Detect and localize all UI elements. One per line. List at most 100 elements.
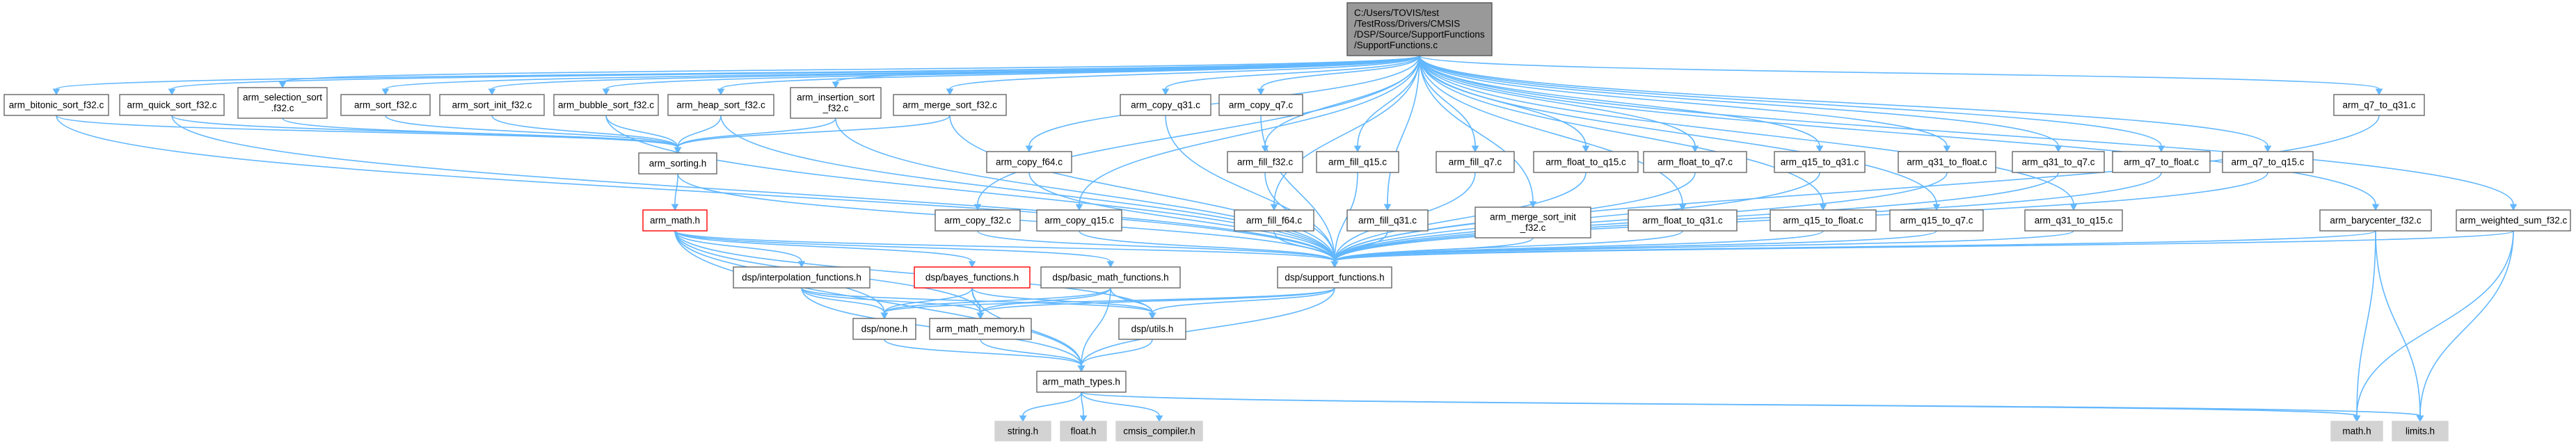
edge-arrowhead [2371, 204, 2380, 211]
edge-arrowhead [1943, 145, 1951, 153]
node-arm-q15-to-float[interactable]: arm_q15_to_float.c [1770, 209, 1877, 232]
node-arm-sort-init-f32[interactable]: arm_sort_init_f32.c [439, 94, 545, 116]
node-arm-float-to-q7[interactable]: arm_float_to_q7.c [1643, 151, 1747, 173]
edge-arrowhead [1582, 145, 1590, 153]
node-bayes-functions-h[interactable]: dsp/bayes_functions.h [914, 266, 1031, 289]
edge-line [674, 230, 802, 262]
node-arm-heap-sort-f32[interactable]: arm_heap_sort_f32.c [667, 94, 774, 116]
node-basic-math-functions-h[interactable]: dsp/basic_math_functions.h [1040, 266, 1181, 289]
edge-arrowhead [2353, 415, 2361, 423]
node-arm-math-memory-h[interactable]: arm_math_memory.h [929, 318, 1032, 340]
node-none-h[interactable]: dsp/none.h [852, 318, 916, 340]
node-box [2330, 421, 2383, 442]
node-arm-q7-to-float[interactable]: arm_q7_to_float.c [2112, 151, 2211, 173]
edge-line [171, 55, 1420, 90]
node-arm-copy-q15[interactable]: arm_copy_q15.c [1036, 209, 1122, 232]
node-arm-q31-to-q7[interactable]: arm_q31_to_q7.c [2012, 151, 2105, 173]
node-label: dsp/support_functions.h [1285, 272, 1384, 282]
node-interpolation-functions-h[interactable]: dsp/interpolation_functions.h [733, 266, 870, 289]
node-support-functions-h[interactable]: dsp/support_functions.h [1277, 266, 1392, 289]
node-arm-sorting-h[interactable]: arm_sorting.h [638, 152, 717, 175]
node-arm-float-to-q31[interactable]: arm_float_to_q31.c [1628, 209, 1738, 232]
edge-arrowhead [1019, 415, 1027, 423]
dependency-edge-root-to-arm_quick_sort_f32 [168, 55, 1420, 96]
node-arm-float-to-q15[interactable]: arm_float_to_q15.c [1533, 151, 1639, 173]
node-label: arm_sorting.h [649, 158, 707, 168]
node-string-h[interactable]: string.h [994, 421, 1051, 442]
dependency-edge-arm_sort_f32-to-arm_sorting_h [385, 115, 682, 154]
dependency-edge-arm_math_memory_h-to-arm_math_types_h [980, 339, 1086, 373]
node-label: arm_float_to_q31.c [1642, 215, 1723, 225]
edge-arrowhead [2157, 145, 2165, 153]
edge-line [884, 287, 973, 314]
edge-arrowhead [381, 88, 390, 96]
dependency-edge-arm_weighted_sum_f32-to-limits_h [2416, 230, 2514, 423]
node-arm-bubble-sort-f32[interactable]: arm_bubble_sort_f32.c [553, 94, 659, 116]
node-arm-q31-to-float[interactable]: arm_q31_to_float.c [1898, 151, 1996, 173]
node-box [1040, 266, 1181, 289]
edge-line [1260, 55, 1420, 90]
node-label: arm_fill_q15.c [1328, 156, 1387, 167]
node-arm-copy-f32[interactable]: arm_copy_f32.c [935, 209, 1021, 232]
node-arm-sort-f32[interactable]: arm_sort_f32.c [340, 94, 431, 116]
dependency-edge-root-to-arm_q15_to_q31 [1419, 55, 1824, 153]
edge-arrowhead [880, 312, 889, 320]
node-arm-bitonic-sort-f32[interactable]: arm_bitonic_sort_f32.c [3, 94, 109, 116]
node-label: arm_fill_q31.c [1358, 215, 1417, 225]
node-arm-fill-q7[interactable]: arm_fill_q7.c [1436, 151, 1515, 173]
node-arm-quick-sort-f32[interactable]: arm_quick_sort_f32.c [119, 94, 225, 116]
node-arm-weighted-sum-f32[interactable]: arm_weighted_sum_f32.c [2456, 209, 2571, 232]
node-label: arm_q7_to_float.c [2124, 156, 2199, 167]
node-arm-insertion-sort-f32[interactable]: arm_insertion_sort_f32.c [790, 87, 882, 119]
node-limits-h[interactable]: limits.h [2392, 421, 2449, 442]
node-arm-q15-to-q7[interactable]: arm_q15_to_q7.c [1889, 209, 1984, 232]
edge-line [677, 115, 951, 148]
node-arm-fill-f64[interactable]: arm_fill_f64.c [1234, 209, 1314, 232]
node-arm-q7-to-q15[interactable]: arm_q7_to_q15.c [2222, 151, 2314, 173]
node-arm-math-types-h[interactable]: arm_math_types.h [1036, 371, 1127, 393]
edge-arrowhead [674, 147, 682, 154]
node-box [1115, 421, 1203, 442]
node-arm-q31-to-q15[interactable]: arm_q31_to_q15.c [2024, 209, 2123, 232]
edge-line [2375, 230, 2421, 416]
node-float-h[interactable]: float.h [1060, 421, 1107, 442]
node-box [119, 94, 225, 116]
node-arm-copy-f64[interactable]: arm_copy_f64.c [986, 151, 1072, 173]
node-label: arm_fill_q7.c [1449, 156, 1502, 167]
dependency-edge-root-to-arm_fill_q15 [1353, 55, 1420, 153]
node-arm-copy-q31[interactable]: arm_copy_q31.c [1120, 94, 1211, 116]
node-root[interactable]: C:/Users/TOVIS/test/TestRoss/Drivers/CMS… [1346, 2, 1493, 56]
node-label: arm_math_memory.h [936, 323, 1024, 334]
node-arm-q15-to-q31[interactable]: arm_q15_to_q31.c [1774, 151, 1866, 173]
node-arm-copy-q7[interactable]: arm_copy_q7.c [1218, 94, 1303, 116]
dependency-edge-root-to-arm_q15_to_float [1419, 55, 1827, 211]
dependency-edge-root-to-arm_q7_to_q15 [1419, 55, 2272, 153]
node-arm-fill-q31[interactable]: arm_fill_q31.c [1346, 209, 1429, 232]
edge-arrowhead [1075, 204, 1083, 211]
node-label: arm_q15_to_q31.c [1781, 156, 1859, 167]
dependency-edge-arm_barycenter_f32-to-limits_h [2375, 230, 2424, 423]
node-box [667, 94, 774, 116]
edge-arrowhead [2509, 204, 2518, 211]
node-arm-fill-f32[interactable]: arm_fill_f32.c [1227, 151, 1303, 173]
node-cmsis-compiler-h[interactable]: cmsis_compiler.h [1115, 421, 1203, 442]
node-arm-selection-sort-f32[interactable]: arm_selection_sort.f32.c [237, 87, 328, 119]
node-arm-q7-to-q31[interactable]: arm_q7_to_q31.c [2333, 94, 2425, 116]
edge-arrowhead [717, 88, 725, 96]
node-arm-merge-sort-f32[interactable]: arm_merge_sort_f32.c [893, 94, 1007, 116]
edge-line [1419, 55, 1683, 205]
edge-line [1022, 391, 1082, 416]
node-arm-merge-sort-init-f32[interactable]: arm_merge_sort_init_f32.c [1474, 207, 1591, 238]
dependency-edge-root-to-arm_fill_f64 [1270, 55, 1420, 211]
node-utils-h[interactable]: dsp/utils.h [1118, 318, 1186, 340]
dependency-edge-root-to-arm_weighted_sum_f32 [1419, 55, 2518, 211]
node-arm-fill-q15[interactable]: arm_fill_q15.c [1316, 151, 1399, 173]
node-label: arm_selection_sort [243, 92, 322, 103]
node-label: arm_q31_to_q15.c [2035, 215, 2113, 225]
node-arm-barycenter-f32[interactable]: arm_barycenter_f32.c [2319, 209, 2432, 232]
node-arm-math-h[interactable]: arm_math.h [642, 209, 708, 232]
node-box [340, 94, 431, 116]
dependency-edge-arm_q15_to_q7-to-support_functions_h [1330, 230, 1937, 268]
node-math-h[interactable]: math.h [2330, 421, 2383, 442]
